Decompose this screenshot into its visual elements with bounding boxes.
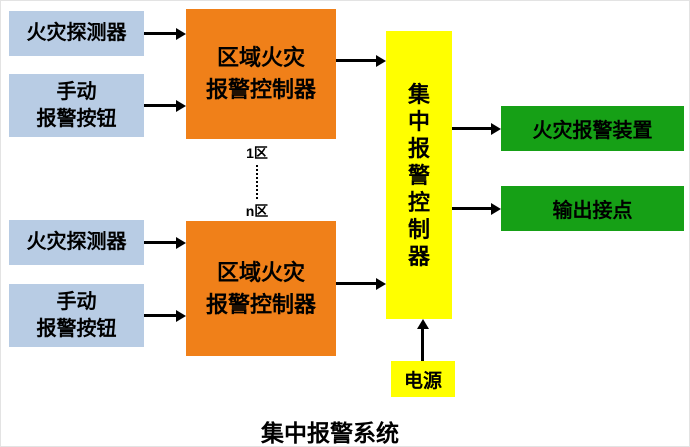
arrow-manual-bottom-to-regional-bottom xyxy=(144,314,176,317)
arrow-manual-top-to-regional-top xyxy=(144,104,176,107)
node-manual-button-bottom: 手动 报警按钮 xyxy=(9,284,144,347)
arrow-power-to-central xyxy=(421,329,424,361)
zone-last-label: n区 xyxy=(245,203,269,219)
arrow-regional-top-to-central xyxy=(336,59,376,62)
node-output-contact: 输出接点 xyxy=(501,186,684,231)
node-fire-detector-top: 火灾探测器 xyxy=(9,11,144,56)
central-controller-label: 集中报警控制器 xyxy=(407,81,430,269)
arrow-central-to-alarm-device xyxy=(452,127,491,130)
zone-first-label: 1区 xyxy=(246,145,268,161)
arrow-detector-top-to-regional-top xyxy=(144,32,176,35)
arrow-regional-bottom-to-central xyxy=(336,282,376,285)
zone-dotted-line xyxy=(256,165,258,199)
node-regional-controller-top: 区域火灾 报警控制器 xyxy=(186,9,336,139)
diagram-title: 集中报警系统 xyxy=(261,420,399,446)
node-manual-button-top: 手动 报警按钮 xyxy=(9,74,144,137)
node-central-controller: 集中报警控制器 xyxy=(386,31,452,319)
arrow-detector-bottom-to-regional-bottom xyxy=(144,241,176,244)
zone-range-group: 1区 n区 xyxy=(231,143,283,221)
node-regional-controller-bottom: 区域火灾 报警控制器 xyxy=(186,221,336,356)
arrow-central-to-output-contact xyxy=(452,207,491,210)
node-alarm-device: 火灾报警装置 xyxy=(501,106,684,151)
node-fire-detector-bottom: 火灾探测器 xyxy=(9,220,144,265)
node-power-supply: 电源 xyxy=(391,361,455,397)
